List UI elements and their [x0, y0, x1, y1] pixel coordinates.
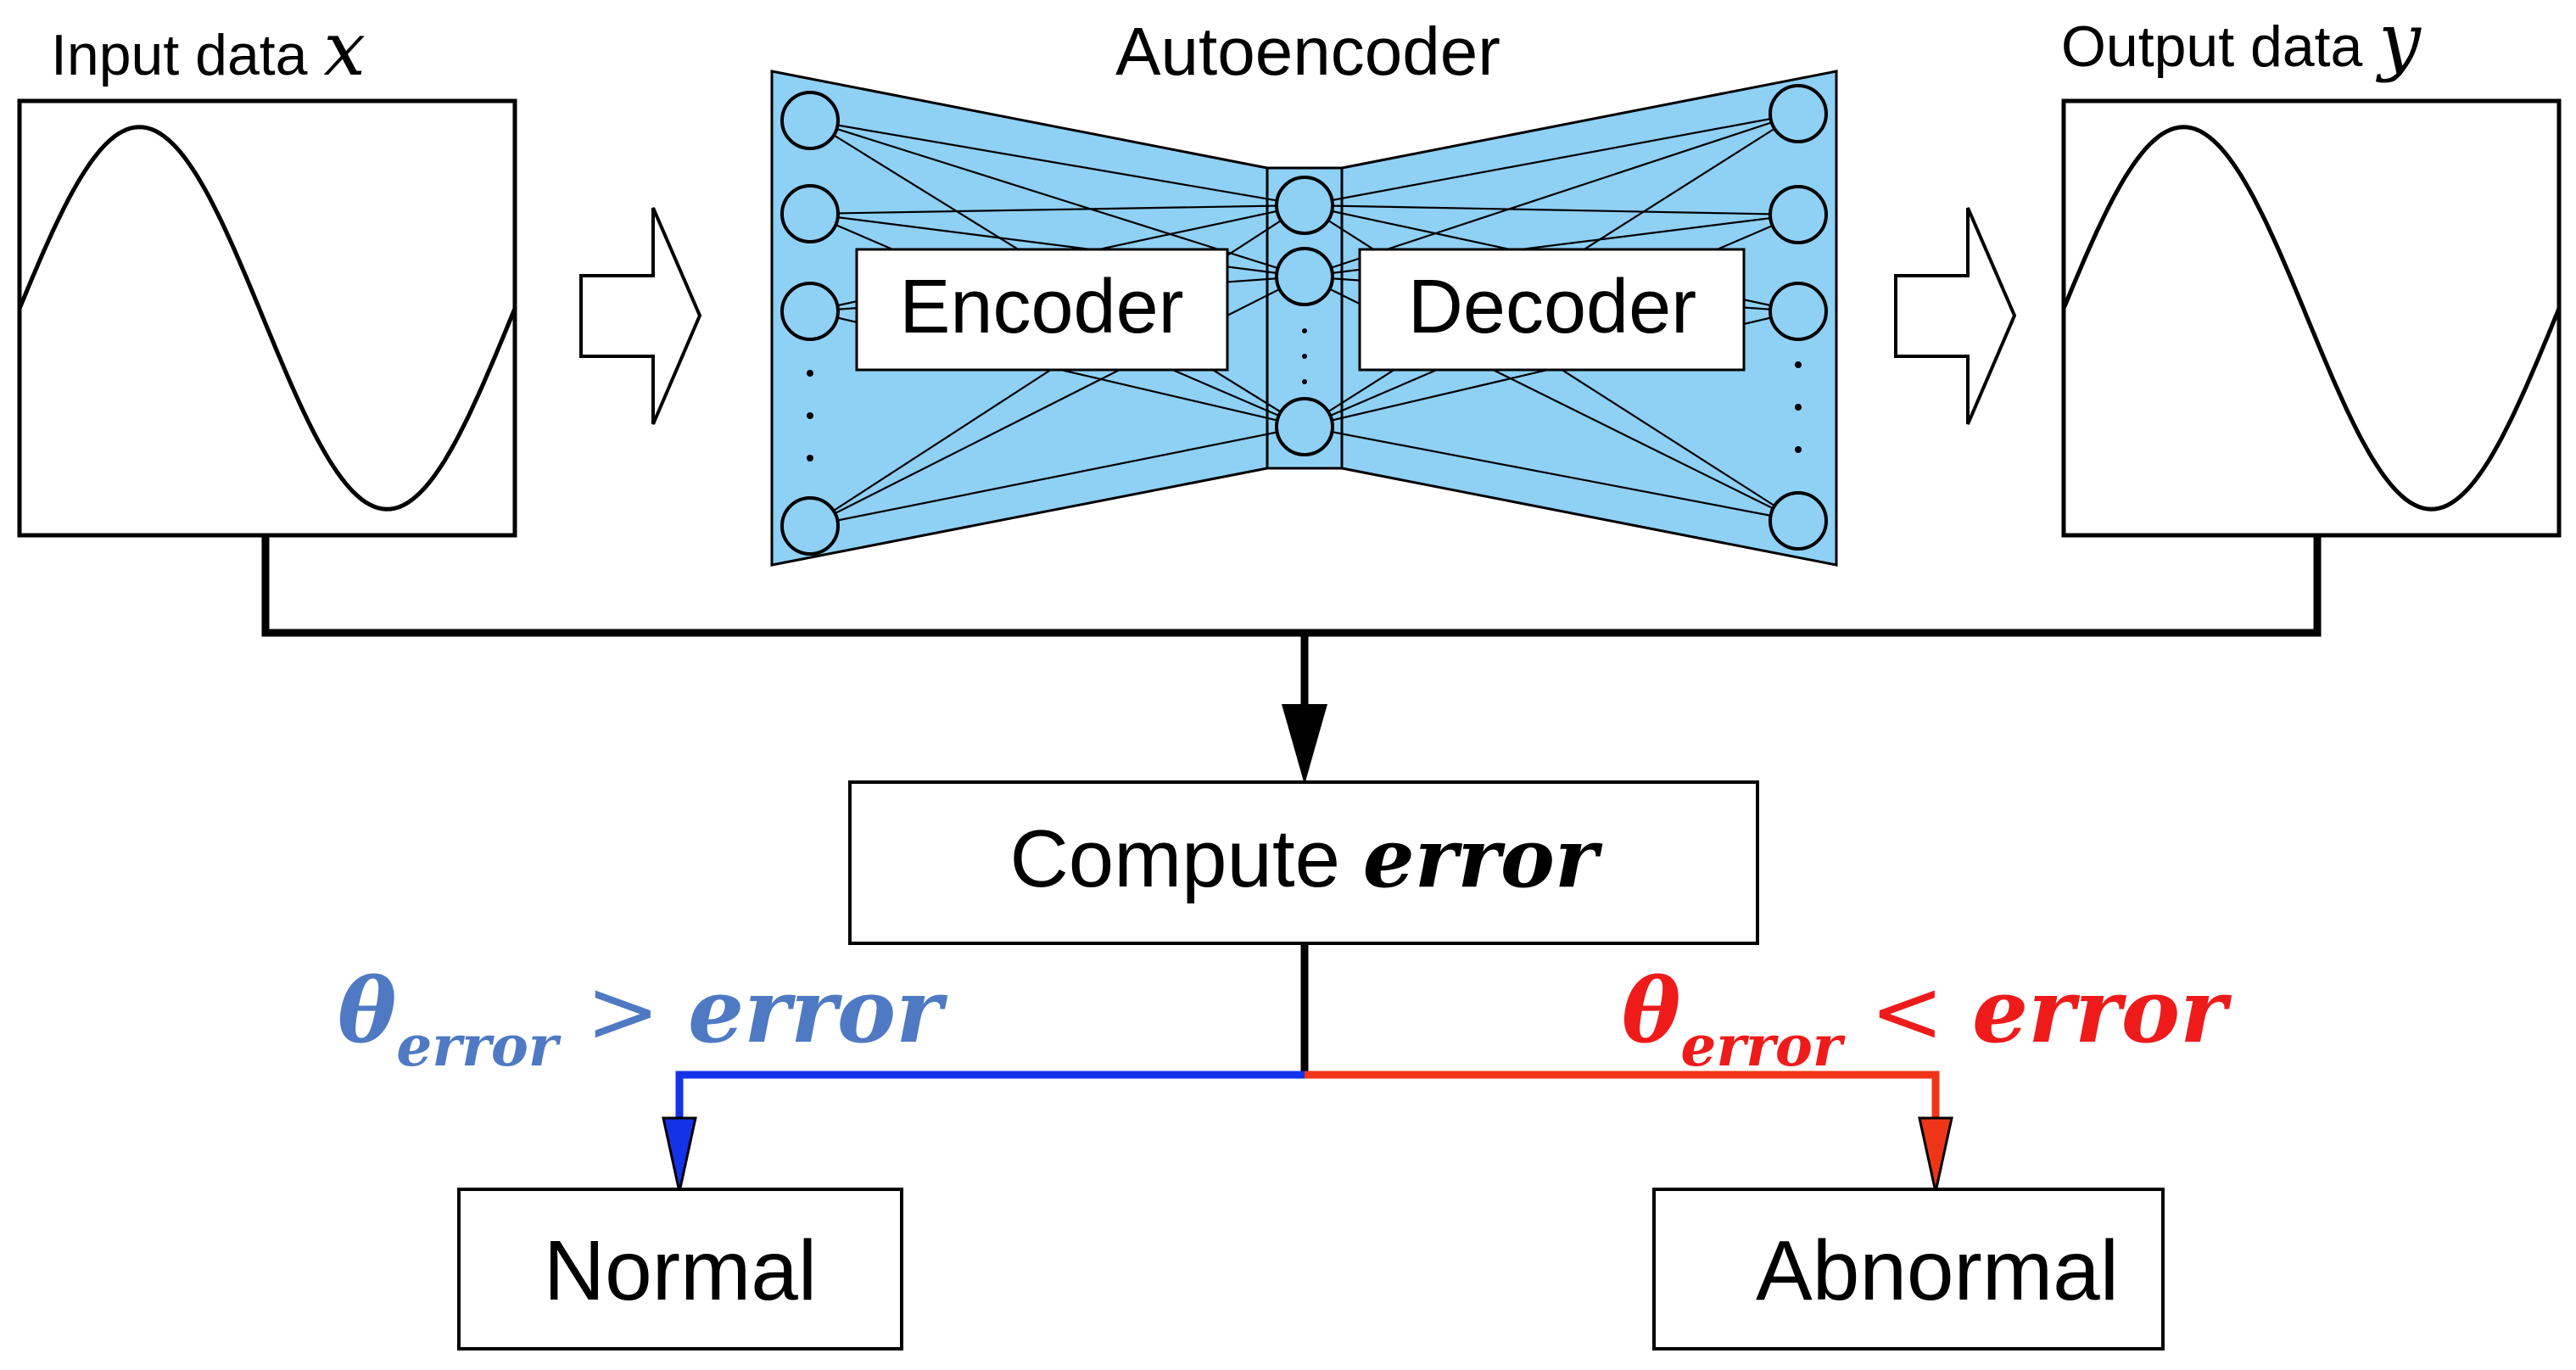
input-data-label: Input data x	[51, 5, 366, 92]
decoder-ellipsis-dot	[1795, 404, 1802, 411]
decoder-ellipsis-dot	[1795, 361, 1802, 368]
input-sine-wave	[17, 125, 517, 512]
encoder-ellipsis-dot	[807, 370, 813, 377]
connection-line	[809, 204, 1305, 215]
decoder-node	[1769, 185, 1828, 244]
connection-line	[1304, 425, 1799, 523]
encoder-node	[780, 496, 840, 556]
connection-line	[809, 119, 1305, 207]
decoder-label: Decoder	[1408, 265, 1696, 349]
normal-result-label: Normal	[544, 1223, 817, 1318]
flow-arrow-decoder-to-output	[1894, 207, 2017, 425]
output-data-label: Output data y	[2061, 0, 2422, 84]
encoder-ellipsis-dot	[807, 412, 813, 419]
latent-node	[1275, 397, 1334, 456]
latent-node	[1275, 176, 1334, 235]
output-sine-wave	[2061, 125, 2562, 512]
connection-line	[809, 425, 1305, 528]
arrowhead-to-compute	[1282, 704, 1327, 785]
decoder-node	[1769, 84, 1828, 143]
normal-condition-label: θerror > error	[338, 959, 948, 1079]
latent-ellipsis-dot	[1302, 354, 1307, 359]
output-plot-frame	[2061, 98, 2562, 538]
compute-error-label: Compute error	[1009, 810, 1602, 906]
abnormal-condition-label: θerror < error	[1622, 959, 2232, 1079]
connection-line	[1304, 112, 1799, 207]
flow-arrow-input-to-encoder	[579, 207, 702, 425]
decoder-node	[1769, 282, 1828, 341]
connection-line	[1304, 204, 1799, 216]
abnormal-result-box	[1652, 1188, 2165, 1350]
compute-error-box	[848, 780, 1759, 945]
latent-ellipsis-dot	[1302, 328, 1307, 333]
encoder-node	[780, 282, 840, 341]
normal-result-box	[457, 1188, 903, 1350]
normal-branch-line	[675, 1071, 1305, 1128]
encoder-label: Encoder	[899, 265, 1183, 349]
input-plot-frame	[17, 98, 517, 538]
ellipsis-dots	[807, 328, 1802, 461]
latent-node	[1275, 247, 1334, 306]
abnormal-branch-line	[1305, 1071, 1940, 1128]
encoder-ellipsis-dot	[807, 455, 813, 461]
decoder-node	[1769, 491, 1828, 551]
abnormal-arrowhead	[1918, 1116, 1953, 1193]
decoder-label-box	[1358, 248, 1746, 372]
latent-ellipsis-dot	[1302, 379, 1307, 384]
encoder-node	[780, 91, 840, 150]
decoder-ellipsis-dot	[1795, 446, 1802, 453]
merge-connector-lines	[261, 535, 2322, 637]
encoder-node	[780, 184, 840, 243]
encoder-label-box	[855, 248, 1229, 372]
autoencoder-title: Autoencoder	[1115, 14, 1500, 89]
abnormal-result-label: Abnormal	[1756, 1223, 2119, 1318]
network-nodes	[780, 84, 1828, 556]
normal-arrowhead	[662, 1116, 697, 1193]
